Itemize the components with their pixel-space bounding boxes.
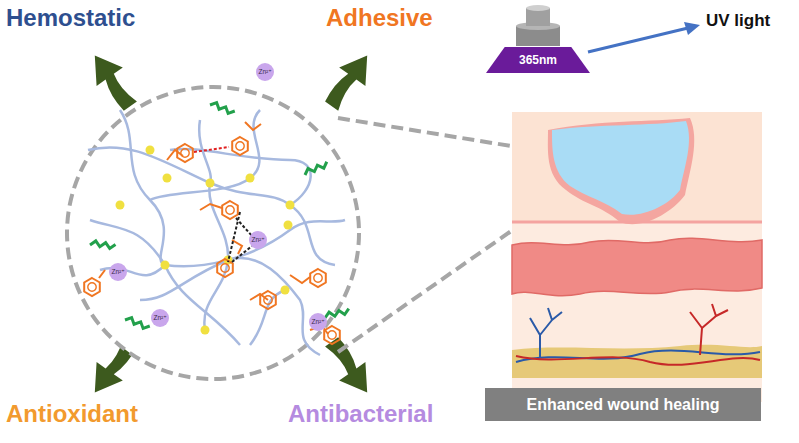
zoom-circle (67, 87, 359, 379)
wound-rim (548, 118, 694, 224)
zinc-ion: Zn²⁺ (249, 231, 267, 249)
ion-label: Zn²⁺ (111, 268, 124, 276)
skin-block (512, 112, 762, 402)
ion-label: Zn²⁺ (311, 318, 324, 326)
catechol-chains (99, 122, 328, 334)
uv-arrowhead (684, 22, 700, 35)
benzene-rings (84, 137, 340, 344)
epidermis (512, 112, 762, 222)
zinc-ion: Zn²⁺ (151, 309, 169, 327)
ion-label: Zn²⁺ (153, 314, 166, 322)
green-arrow (319, 46, 381, 115)
property-label: UV light (706, 12, 770, 29)
polymer-network (88, 110, 345, 355)
crosslink-dots (116, 146, 295, 335)
blood-vessels (516, 304, 760, 365)
uv-lamp: 365nm (486, 47, 590, 73)
zinc-ion: Zn²⁺ (256, 63, 274, 81)
skin-boundary (512, 221, 762, 224)
subcutaneous-layer (512, 345, 762, 378)
green-arrow (82, 46, 144, 115)
property-label: Adhesive (326, 6, 433, 30)
property-label: Antibacterial (288, 402, 433, 426)
pi-interaction (194, 147, 229, 152)
zinc-ion: Zn²⁺ (109, 263, 127, 281)
wound-hydrogel (552, 121, 689, 215)
dermis-band (512, 238, 762, 295)
property-label: Antioxidant (6, 402, 138, 426)
node-text: 365nm (519, 53, 557, 67)
uv-arrow (588, 28, 688, 52)
lamp-cap (526, 5, 550, 11)
ion-label: Zn²⁺ (258, 68, 271, 76)
green-chains (90, 100, 350, 330)
ion-label: Zn²⁺ (251, 236, 264, 244)
outcome-bar: Enhanced wound healing (485, 388, 761, 421)
property-label: Hemostatic (6, 6, 135, 30)
zinc-ion: Zn²⁺ (309, 313, 327, 331)
node-text: Enhanced wound healing (527, 396, 720, 414)
green-arrow (319, 333, 381, 402)
